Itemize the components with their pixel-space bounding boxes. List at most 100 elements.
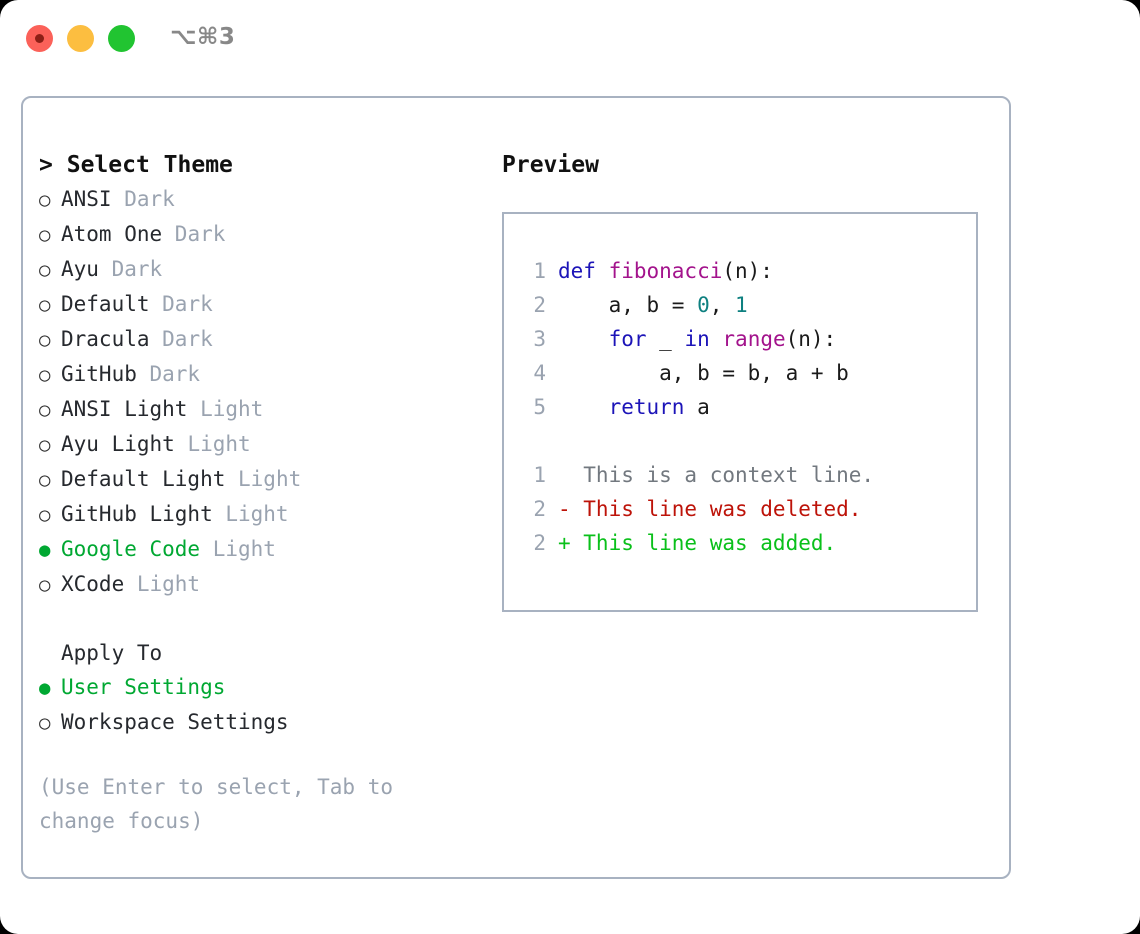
radio-selected-icon: ● [39,677,51,699]
code-token: 0 [697,293,710,317]
theme-option-row[interactable]: ○ XCode Light [39,567,499,602]
theme-option-row[interactable]: ○ Atom One Dark [39,217,499,252]
theme-option-row[interactable]: ●Google Code Light [39,532,499,567]
code-token: 1 [735,293,748,317]
theme-option-name: ANSI Light [61,397,188,421]
theme-list-column: > Select Theme ○ANSI Dark○Atom One Dark○… [39,148,499,838]
diff-line: 2+ This line was added. [516,526,968,560]
line-number: 1 [533,259,546,283]
zoom-button[interactable] [108,25,135,52]
apply-to-options-list: ● User Settings ○ Workspace Settings [39,670,499,740]
code-diff-spacer [516,424,968,458]
theme-option-category: Dark [98,257,163,281]
code-line-text: def fibonacci(n): [558,254,773,288]
theme-option-category: Light [225,467,302,491]
diff-line-text: This is a context line. [558,463,875,487]
code-token: in [684,327,710,351]
radio-unselected-icon: ○ [39,469,51,491]
code-token: range [722,327,786,351]
radio-unselected-icon: ○ [39,294,51,316]
radio-unselected-icon: ○ [39,189,51,211]
apply-to-option-name: User Settings [61,675,226,699]
code-token [558,327,609,351]
theme-option-category: Dark [136,362,201,386]
theme-option-row[interactable]: ○ ANSI Dark [39,182,499,217]
theme-option-row[interactable]: ○GitHub Light Light [39,497,499,532]
list-spacer [39,602,499,636]
code-token: (n): [722,259,773,283]
code-token: , [709,293,736,317]
theme-option-category: Dark [162,222,226,246]
theme-option-category: Light [124,572,201,596]
code-token: a [684,395,710,419]
line-number: 2 [533,497,546,521]
theme-option-category: Dark [111,187,175,211]
apply-to-heading: Apply To [61,641,163,665]
code-line: 3 for _ in range(n): [516,322,968,356]
close-button[interactable] [26,25,53,52]
code-token: a, b = b, a + b [558,361,849,385]
theme-option-name: Ayu [61,257,99,281]
diff-line: 1 This is a context line. [516,458,968,492]
theme-option-category: Light [200,537,276,561]
theme-option-category: Light [187,397,264,421]
caret-icon: > [39,152,53,178]
code-line: 2 a, b = 0, 1 [516,288,968,322]
code-line-text: for _ in range(n): [558,322,837,356]
minimize-button[interactable] [67,25,94,52]
line-number: 2 [533,531,546,555]
radio-unselected-icon: ○ [39,574,51,596]
theme-option-name: Atom One [61,222,163,246]
apply-to-option-row[interactable]: ● User Settings [39,670,499,705]
radio-unselected-icon: ○ [39,504,51,526]
radio-unselected-icon: ○ [39,224,51,246]
theme-option-row[interactable]: ○Dracula Dark [39,322,499,357]
radio-unselected-icon: ○ [39,259,51,281]
diff-sample: 1 This is a context line.2- This line wa… [516,458,968,560]
line-number: 1 [533,463,546,487]
code-line: 4 a, b = b, a + b [516,356,968,390]
theme-option-name: Default [61,292,150,316]
theme-option-category: Light [174,432,251,456]
theme-option-row[interactable]: ○ Ayu Dark [39,252,499,287]
theme-option-row[interactable]: ○Default Dark [39,287,499,322]
keyboard-hint: (Use Enter to select, Tab to change focu… [39,775,394,833]
radio-unselected-icon: ○ [39,364,51,386]
preview-heading: Preview [502,152,599,178]
radio-selected-icon: ● [39,539,51,561]
radio-unselected-icon: ○ [39,329,51,351]
radio-unselected-icon: ○ [39,399,51,421]
line-number: 5 [533,395,546,419]
line-number: 2 [533,293,546,317]
code-token: _ [646,327,685,351]
radio-unselected-icon: ○ [39,712,51,734]
theme-option-category: Light [212,502,289,526]
apply-to-option-name: Workspace Settings [61,710,289,734]
radio-unselected-icon: ○ [39,434,51,456]
theme-options-list: ○ ANSI Dark ○ Atom One Dark ○ Ayu Dark ○ Defaul… [39,182,499,602]
title-bar: ⌥⌘3 [0,0,1140,78]
theme-option-category: Dark [149,327,213,351]
code-token: (n): [785,327,837,351]
code-line: 5 return a [516,390,968,424]
diff-line: 2- This line was deleted. [516,492,968,526]
code-token: return [608,395,685,419]
theme-option-name: ANSI [61,187,112,211]
theme-option-row[interactable]: ○ Default Light Light [39,462,499,497]
theme-option-row[interactable]: ○ ANSI Light Light [39,392,499,427]
code-token: a, b = [558,293,698,317]
code-line-text: a, b = b, a + b [558,356,849,390]
select-theme-heading: > Select Theme [39,148,499,182]
theme-option-row[interactable]: ○Ayu Light Light [39,427,499,462]
theme-option-name: XCode [61,572,125,596]
theme-option-name: Default Light [61,467,226,491]
theme-option-row[interactable]: ○GitHub Dark [39,357,499,392]
window-title: ⌥⌘3 [170,24,236,50]
code-line-text: return a [558,390,710,424]
apply-to-option-row[interactable]: ○ Workspace Settings [39,705,499,740]
code-line-text: a, b = 0, 1 [558,288,748,322]
line-number: 3 [533,327,546,351]
code-token: def [558,259,609,283]
